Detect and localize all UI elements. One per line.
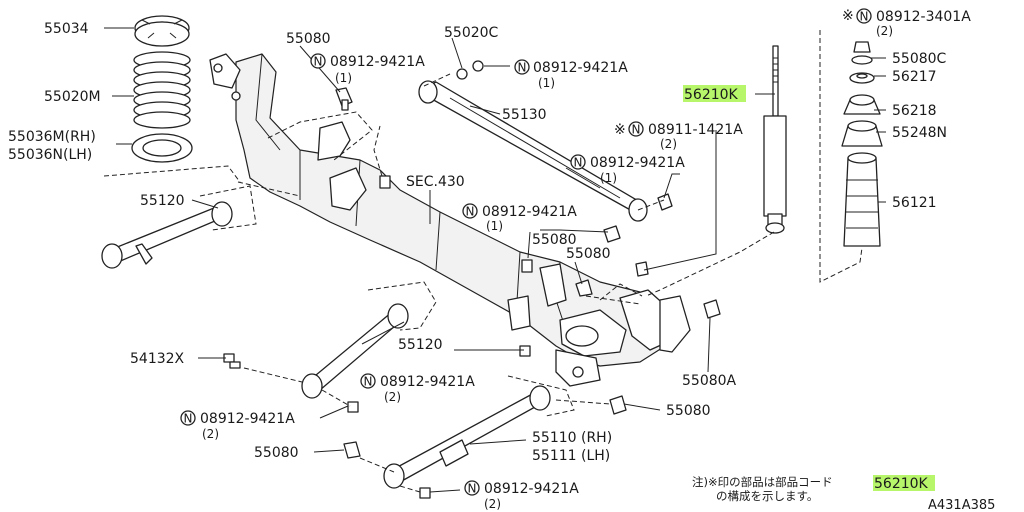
shock-mount-stack — [841, 41, 883, 247]
label-bolt-a5: 08912-9421A — [380, 374, 475, 390]
label-bolt-a3-qty: (1) — [600, 171, 617, 185]
label-nut-08912-3401: 08912-3401A — [876, 9, 971, 25]
footnote-line2: の構成を示します。 — [716, 489, 818, 503]
diagram-reference: A431A385 — [928, 498, 995, 512]
label-nut-08912-3401-qty: (2) — [876, 24, 893, 38]
label-bolt-a1-qty: (1) — [335, 71, 352, 85]
n-mark-glyph: N — [184, 412, 193, 426]
n-mark-icon — [310, 53, 326, 69]
footnote: 注)※印の部品は部品コード 56210K の構成を示します。 A431A385 — [692, 475, 995, 512]
label-56121: 56121 — [892, 195, 937, 211]
label-bolt-a2-qty: (1) — [538, 76, 555, 90]
hardware — [223, 60, 721, 499]
label-55110: 55110 (RH) — [532, 430, 612, 446]
label-55120-left: 55120 — [140, 193, 185, 209]
label-55080-mid2: 55080 — [566, 246, 611, 262]
footnote-line1: 注)※印の部品は部品コード — [692, 475, 833, 489]
n-mark-glyph: N — [574, 156, 583, 170]
label-bolt-a1: 08912-9421A — [330, 54, 425, 70]
shock-absorber-56210k — [763, 45, 787, 234]
label-55080-low: 55080 — [666, 403, 711, 419]
n-mark-glyph: N — [632, 123, 641, 137]
label-55130: 55130 — [502, 107, 547, 123]
label-55036m: 55036M(RH) — [8, 129, 96, 145]
label-55080-mid1: 55080 — [532, 232, 577, 248]
highlight-56210k — [683, 85, 746, 102]
label-55120-mid: 55120 — [398, 337, 443, 353]
label-55080-top: 55080 — [286, 31, 331, 47]
rear-suspension-member — [209, 53, 691, 387]
label-55080-left: 55080 — [254, 445, 299, 461]
label-bolt-a7: 08912-9421A — [484, 481, 579, 497]
label-55020m: 55020M — [44, 89, 101, 105]
footnote-code: 56210K — [874, 476, 929, 492]
label-bolt-a5-qty: (2) — [384, 390, 401, 404]
spring-lower-seat-55036 — [131, 133, 193, 163]
label-55248n: 55248N — [892, 125, 947, 141]
label-56218: 56218 — [892, 103, 937, 119]
label-55080c: 55080C — [892, 51, 947, 67]
n-mark-icon — [180, 410, 196, 426]
label-bolt-a6-qty: (2) — [202, 427, 219, 441]
upper-link-55130 — [418, 80, 648, 222]
n-mark-glyph: N — [364, 375, 373, 389]
callout-labels: 55034 55020M 55036M(RH) 55036N(LH) 55080… — [8, 8, 971, 511]
asterisk-mark: ※ — [614, 122, 626, 138]
lower-link-55110-55111 — [383, 385, 551, 489]
label-54132x: 54132X — [130, 351, 185, 367]
label-bolt-a3: 08912-9421A — [590, 155, 685, 171]
coil-spring-55020m — [133, 51, 191, 129]
spring-upper-seat-55034 — [134, 15, 190, 47]
label-nut-08911-qty: (2) — [660, 137, 677, 151]
label-55036n: 55036N(LH) — [8, 147, 92, 163]
lateral-link-55120-upper — [101, 201, 233, 269]
label-55034: 55034 — [44, 21, 89, 37]
label-bolt-a4-qty: (1) — [486, 219, 503, 233]
dashed-guides — [103, 30, 863, 493]
n-mark-glyph: N — [518, 61, 527, 75]
n-mark-icon — [514, 59, 530, 75]
n-mark-icon — [462, 203, 478, 219]
label-bolt-a4: 08912-9421A — [482, 204, 577, 220]
n-mark-icon — [464, 480, 480, 496]
n-mark-glyph: N — [314, 55, 323, 69]
label-55080a: 55080A — [682, 373, 737, 389]
parts-drawing — [101, 15, 883, 499]
n-mark-glyph: N — [466, 205, 475, 219]
label-bolt-a2: 08912-9421A — [533, 60, 628, 76]
n-mark-icon — [856, 8, 872, 24]
label-56217: 56217 — [892, 69, 937, 85]
label-sec430: SEC.430 — [406, 174, 465, 190]
n-mark-glyph: N — [860, 10, 869, 24]
asterisk-mark: ※ — [842, 8, 854, 24]
label-bolt-a6: 08912-9421A — [200, 411, 295, 427]
n-mark-icon — [628, 121, 644, 137]
label-bolt-a7-qty: (2) — [484, 497, 501, 511]
label-55020c: 55020C — [444, 25, 499, 41]
label-nut-08911: 08911-1421A — [648, 122, 743, 138]
label-56210k: 56210K — [684, 87, 739, 103]
label-55111: 55111 (LH) — [532, 448, 610, 464]
n-mark-icon — [360, 373, 376, 389]
n-mark-icon — [570, 154, 586, 170]
leader-lines — [104, 27, 886, 493]
n-mark-glyph: N — [468, 482, 477, 496]
highlight-footnote-code — [873, 475, 935, 491]
